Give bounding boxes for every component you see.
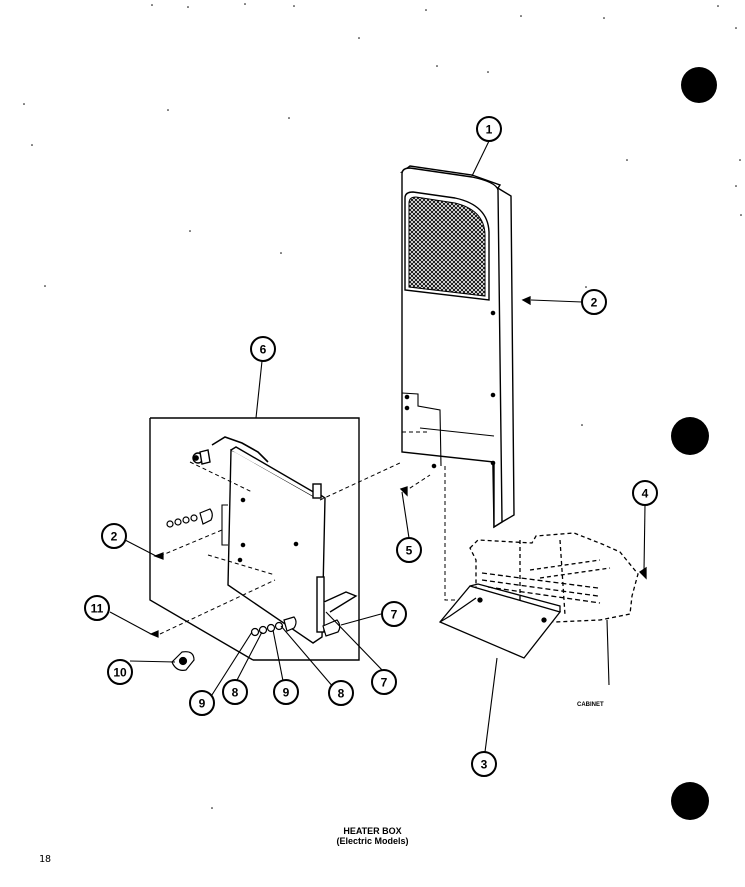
callout-2-left: 2 xyxy=(101,523,127,549)
svg-text:5: 5 xyxy=(406,544,413,558)
svg-text:7: 7 xyxy=(391,608,398,622)
svg-text:9: 9 xyxy=(199,697,206,711)
callout-9-right: 9 xyxy=(273,679,299,705)
svg-text:8: 8 xyxy=(232,686,239,700)
callout-2-upper: 2 xyxy=(581,289,607,315)
callout-5: 5 xyxy=(396,537,422,563)
cabinet-label: CABINET xyxy=(577,702,604,708)
svg-text:10: 10 xyxy=(113,666,127,680)
terminal-hardware xyxy=(149,508,341,671)
svg-text:11: 11 xyxy=(91,602,104,616)
heater-element xyxy=(192,436,358,644)
callout-7-upper: 7 xyxy=(381,601,407,627)
svg-text:9: 9 xyxy=(283,686,290,700)
callouts: 1 2 6 2 11 10 9 8 9 8 7 7 5 4 3 xyxy=(84,116,658,777)
duct-panel xyxy=(399,165,515,529)
callout-1: 1 xyxy=(476,116,502,142)
diagram-title: HEATER BOX xyxy=(343,826,402,836)
diagram-subtitle: (Electric Models) xyxy=(336,836,409,846)
heater-assembly-outline xyxy=(149,417,360,661)
leader-lines xyxy=(109,140,646,753)
callout-6: 6 xyxy=(250,336,276,362)
speckles xyxy=(23,3,742,809)
svg-text:2: 2 xyxy=(111,530,118,544)
callout-7-lower: 7 xyxy=(371,669,397,695)
svg-text:4: 4 xyxy=(642,487,649,501)
cabinet-toe-panel xyxy=(399,296,647,659)
callout-8-left: 8 xyxy=(222,679,248,705)
svg-text:6: 6 xyxy=(260,343,267,357)
callout-4: 4 xyxy=(632,480,658,506)
callout-11: 11 xyxy=(84,595,110,621)
callout-8-right: 8 xyxy=(328,680,354,706)
binder-holes xyxy=(671,67,717,820)
page-number: 18 xyxy=(39,854,52,865)
callout-10: 10 xyxy=(107,659,133,685)
svg-text:7: 7 xyxy=(381,676,388,690)
svg-text:1: 1 xyxy=(486,123,493,137)
svg-text:3: 3 xyxy=(481,758,488,772)
svg-text:2: 2 xyxy=(591,296,598,310)
callout-3: 3 xyxy=(471,751,497,777)
callout-9-left: 9 xyxy=(189,690,215,716)
alignment-lines xyxy=(159,431,455,635)
svg-text:8: 8 xyxy=(338,687,345,701)
